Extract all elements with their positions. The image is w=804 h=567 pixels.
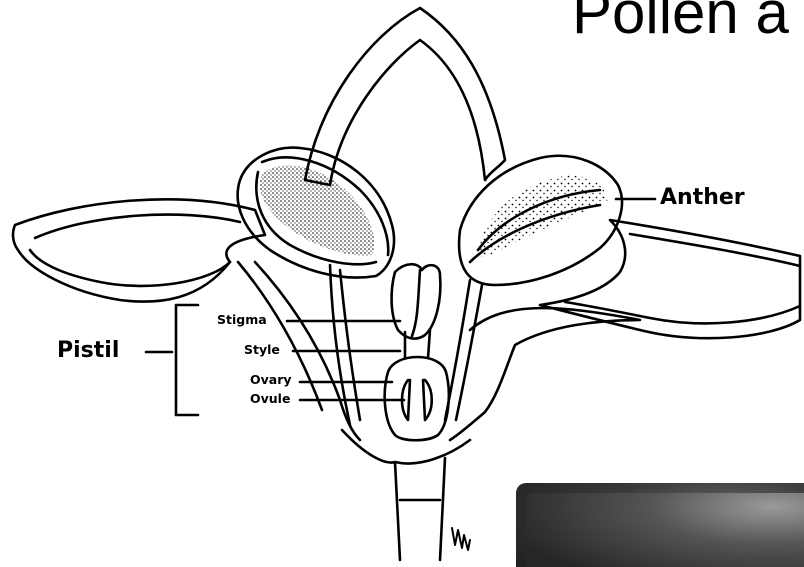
- pistil-label: Pistil: [57, 338, 119, 363]
- stigma: [392, 264, 441, 338]
- ovule-right: [423, 380, 432, 420]
- anther-label: Anther: [660, 185, 745, 210]
- pistil-bracket: [176, 305, 198, 415]
- artist-signature-mark: [452, 528, 470, 550]
- stigma-label: Stigma: [217, 312, 267, 327]
- receptacle: [342, 430, 470, 560]
- ovary: [385, 357, 449, 440]
- ovule-label: Ovule: [250, 391, 290, 406]
- filament-right: [445, 280, 482, 420]
- petal-bottom-right: [450, 308, 640, 440]
- ovary-label: Ovary: [250, 372, 292, 387]
- style-label: Style: [244, 342, 280, 357]
